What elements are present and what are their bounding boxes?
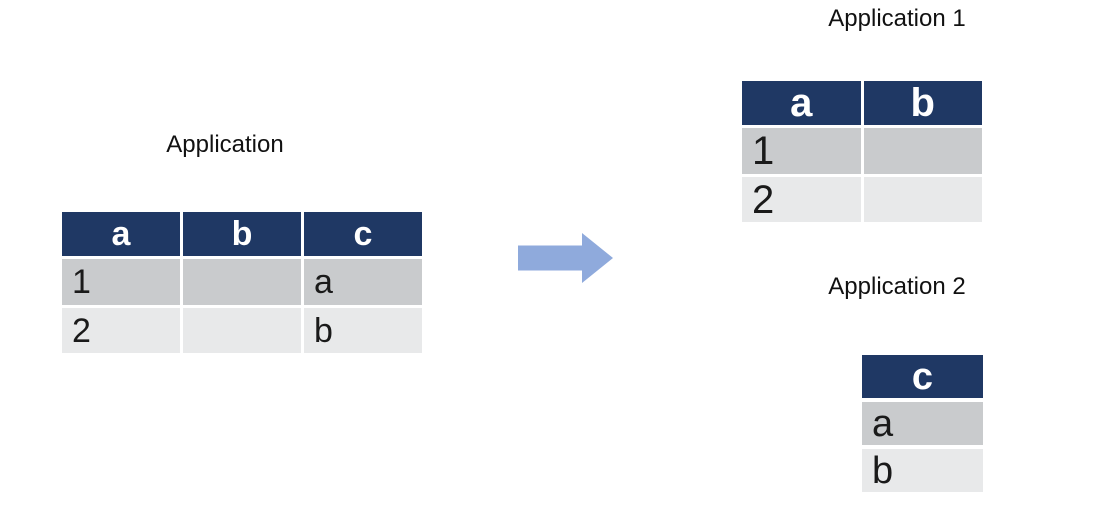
header-cell: c xyxy=(862,355,983,398)
table-cell: 1 xyxy=(742,128,861,174)
result-table-1: a b 1 2 xyxy=(742,81,982,222)
table-cell: 2 xyxy=(742,177,861,222)
table-cell: 2 xyxy=(62,308,180,353)
header-cell: a xyxy=(742,81,861,125)
table-cell: b xyxy=(862,449,983,492)
right-arrow-icon xyxy=(518,233,613,283)
header-cell: b xyxy=(863,81,982,125)
table-cell: b xyxy=(304,308,422,353)
table-cell: a xyxy=(304,259,422,305)
source-table: a b c 1 a 2 b xyxy=(62,212,422,353)
table-cell: a xyxy=(862,402,983,445)
result-table-1-title: Application 1 xyxy=(828,5,966,32)
table-cell: 1 xyxy=(62,259,180,305)
header-cell: b xyxy=(183,212,301,256)
table-cell xyxy=(863,177,982,222)
result-table-2-title: Application 2 xyxy=(828,273,966,300)
header-cell: c xyxy=(304,212,422,256)
source-table-title: Application xyxy=(166,131,284,158)
result-table-2: c a b xyxy=(862,355,983,492)
table-cell xyxy=(183,259,301,305)
table-cell xyxy=(863,128,982,174)
table-cell xyxy=(183,308,301,353)
header-cell: a xyxy=(62,212,180,256)
